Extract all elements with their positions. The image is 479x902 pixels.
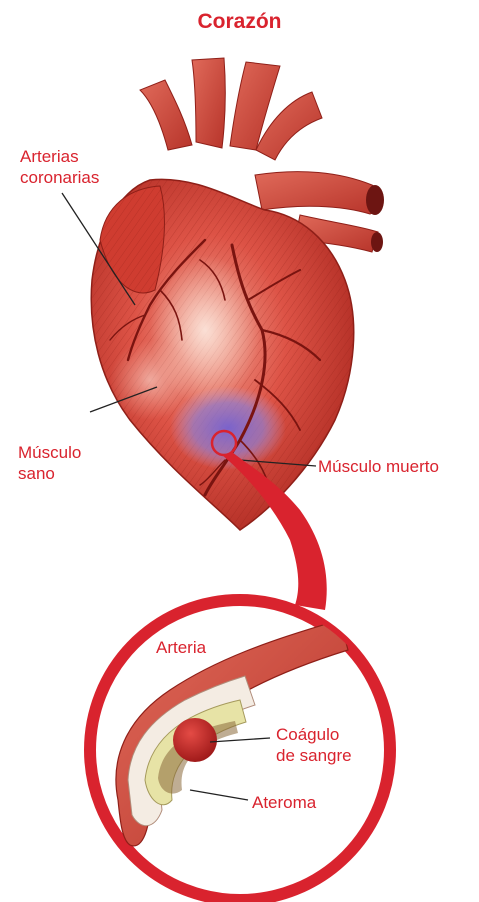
label-blood-clot: Coágulo de sangre xyxy=(276,724,352,766)
label-coronary-arteries: Arterias coronarias xyxy=(20,146,99,188)
label-coronary-line-2: coronarias xyxy=(20,167,99,188)
label-atheroma: Ateroma xyxy=(252,792,316,813)
label-healthy-line-1: Músculo xyxy=(18,442,81,463)
label-artery: Arteria xyxy=(156,637,206,658)
label-clot-line-1: Coágulo xyxy=(276,724,352,745)
blood-clot xyxy=(173,718,217,762)
label-clot-line-2: de sangre xyxy=(276,745,352,766)
diagram-title: Corazón xyxy=(0,10,479,34)
label-dead-muscle: Músculo muerto xyxy=(318,456,439,477)
label-healthy-muscle: Músculo sano xyxy=(18,442,81,484)
label-healthy-line-2: sano xyxy=(18,463,81,484)
label-coronary-line-1: Arterias xyxy=(20,146,99,167)
